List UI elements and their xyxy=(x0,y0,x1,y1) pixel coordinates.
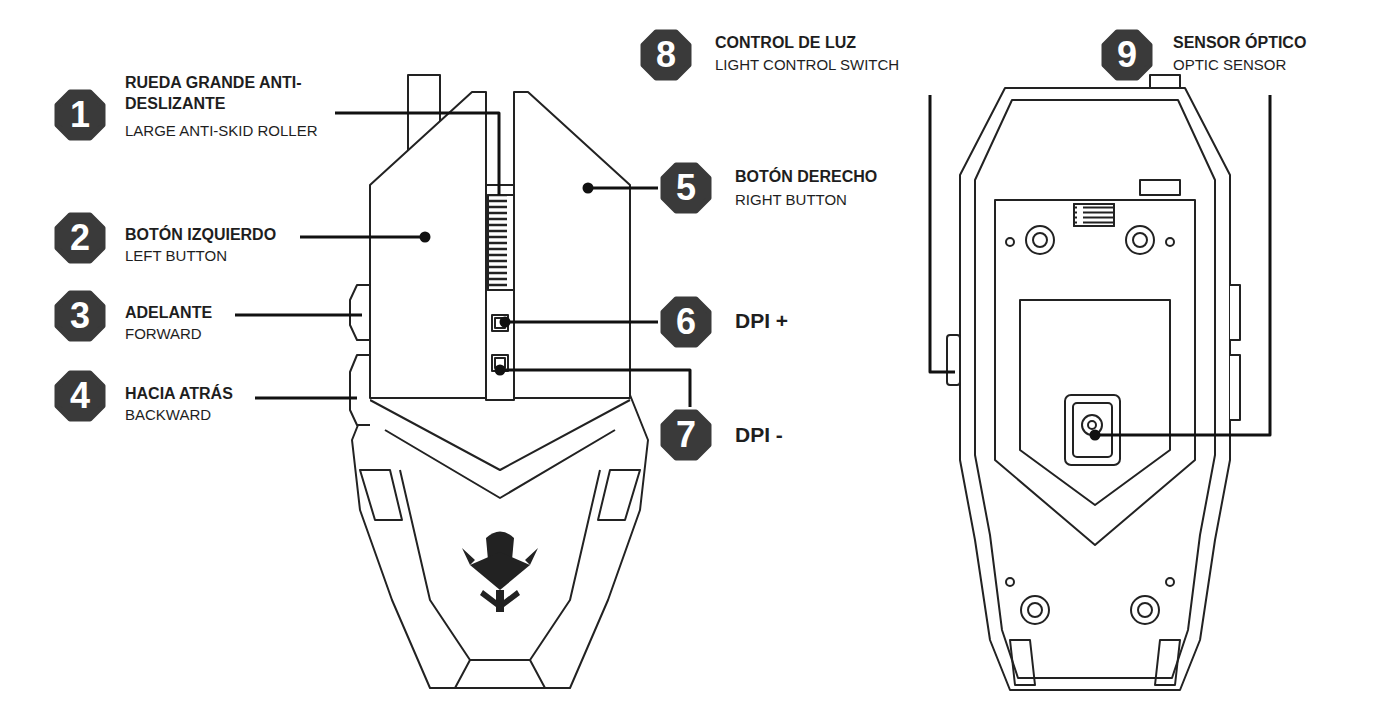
part-name-english: BACKWARD xyxy=(125,404,211,425)
callout-badge: 4 xyxy=(54,370,106,422)
part-name: DPI - xyxy=(735,423,783,447)
callout-number: 7 xyxy=(660,409,712,461)
part-name-english: OPTIC SENSOR xyxy=(1173,54,1286,75)
part-name-english: LEFT BUTTON xyxy=(125,245,227,266)
part-name: BOTÓN IZQUIERDO xyxy=(125,224,276,245)
callout-badge: 2 xyxy=(54,212,106,264)
part-name: ADELANTE xyxy=(125,302,212,323)
part-name-english: LIGHT CONTROL SWITCH xyxy=(715,54,899,75)
callout-badge: 5 xyxy=(660,162,712,214)
mouse-feet xyxy=(1006,226,1174,624)
part-name-english: FORWARD xyxy=(125,323,202,344)
leader-lines xyxy=(235,95,1270,439)
part-name: DPI + xyxy=(735,309,788,333)
callout-badge: 1 xyxy=(54,89,106,141)
callout-number: 8 xyxy=(640,29,692,81)
callout-badge: 7 xyxy=(660,409,712,461)
callout-badge: 3 xyxy=(54,290,106,342)
part-name-english: RIGHT BUTTON xyxy=(735,189,847,210)
mouse-bottom-view xyxy=(947,75,1240,690)
callout-number: 1 xyxy=(54,89,106,141)
part-name: BOTÓN DERECHO xyxy=(735,166,877,187)
part-name: SENSOR ÓPTICO xyxy=(1173,32,1306,53)
part-name-english: LARGE ANTI-SKID ROLLER xyxy=(125,120,318,141)
callout-number: 5 xyxy=(660,162,712,214)
callout-number: 9 xyxy=(1101,29,1153,81)
callout-number: 6 xyxy=(660,296,712,348)
callout-badge: 6 xyxy=(660,296,712,348)
part-name: HACIA ATRÁS xyxy=(125,383,233,404)
optic-sensor xyxy=(1065,395,1120,465)
part-name: CONTROL DE LUZ xyxy=(715,32,856,53)
callout-badge: 8 xyxy=(640,29,692,81)
callout-number: 2 xyxy=(54,212,106,264)
part-name: RUEDA GRANDE ANTI-DESLIZANTE xyxy=(125,72,310,114)
callout-badge: 9 xyxy=(1101,29,1153,81)
callout-number: 4 xyxy=(54,370,106,422)
callout-number: 3 xyxy=(54,290,106,342)
brand-logo xyxy=(462,532,538,613)
